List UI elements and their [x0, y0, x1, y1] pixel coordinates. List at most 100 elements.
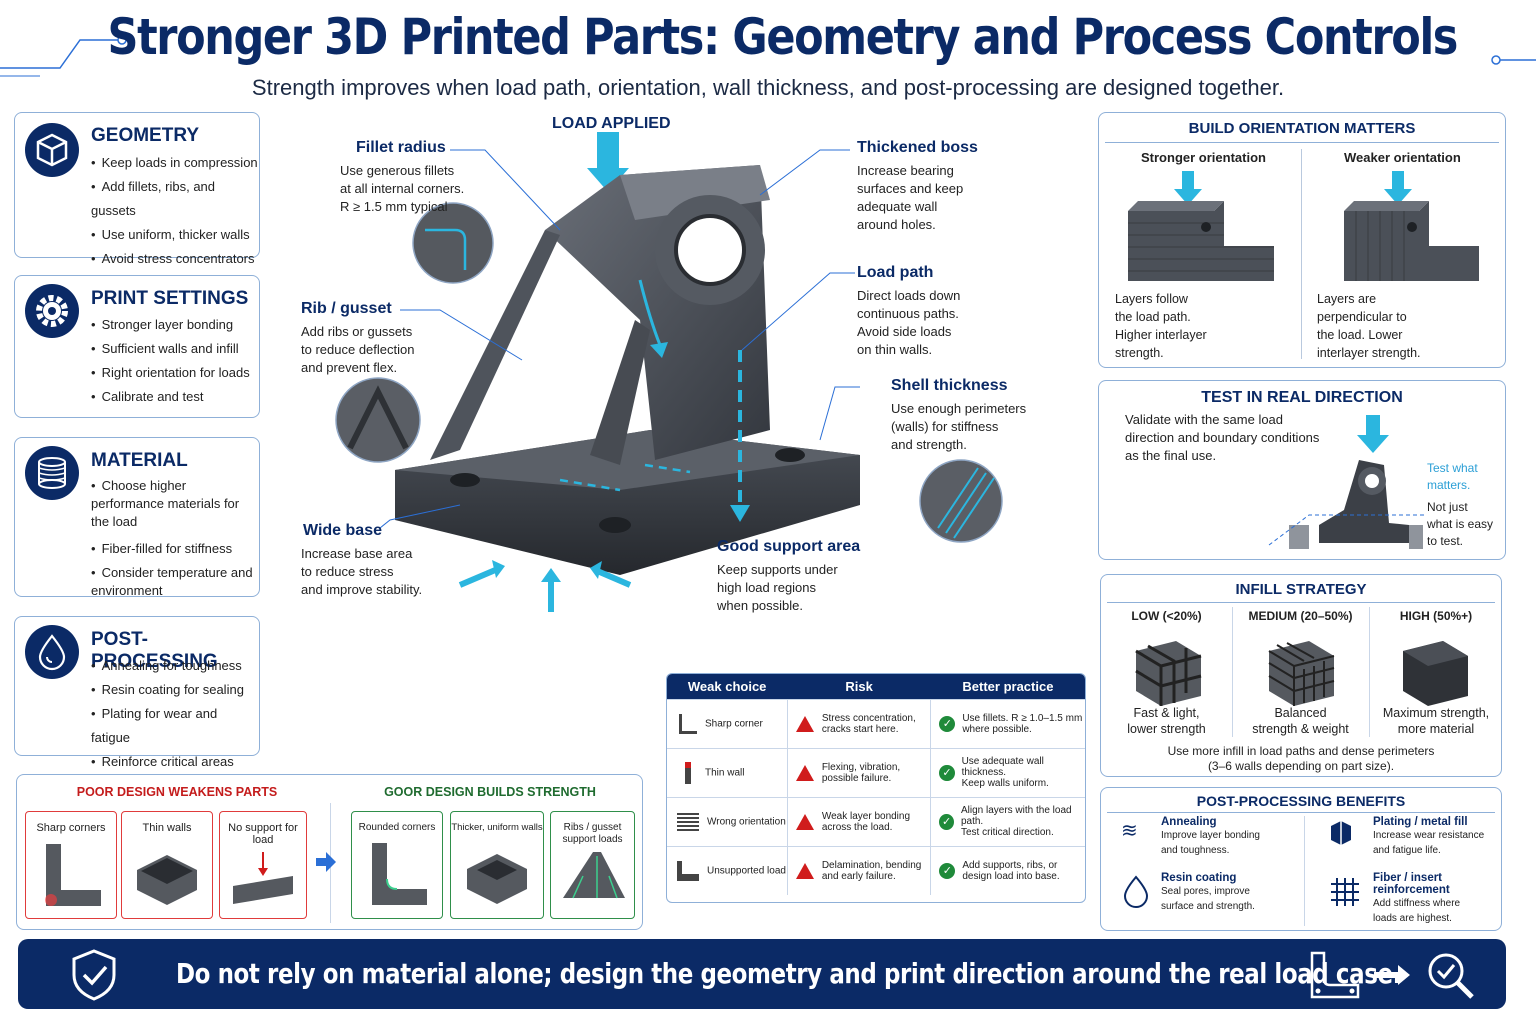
- infill-low-cube: [1135, 641, 1202, 706]
- thick-wall-shape: [467, 854, 527, 904]
- poor-design-title: POOR DESIGN WEAKENS PARTS: [76, 785, 278, 799]
- arrow-right-icon: [316, 852, 336, 872]
- poor-no-support: No support for load: [219, 811, 307, 919]
- filament-spool-icon: [25, 446, 79, 500]
- rib-title: Rib / gusset: [301, 300, 392, 317]
- annealing-line: Improve layer bonding: [1161, 830, 1260, 841]
- print-settings-item: Right orientation for loads: [91, 361, 250, 385]
- plating-benefit: Plating / metal fill Increase wear resis…: [1373, 816, 1484, 858]
- page-title: Stronger 3D Printed Parts: Geometry and …: [107, 8, 1459, 66]
- warning-icon: [795, 862, 814, 879]
- test-note-line: what is easy: [1427, 517, 1494, 531]
- geometry-item: Add fillets, ribs, and gussets: [91, 175, 259, 223]
- shell-line: and strength.: [891, 437, 967, 452]
- weak-choice-cell: Wrong orientation: [707, 816, 786, 828]
- test-line: Validate with the same load: [1125, 412, 1284, 427]
- material-card: MATERIAL Choose higher performance mater…: [14, 437, 260, 600]
- weaker-line: Layers are: [1317, 292, 1377, 306]
- support-text: Keep supports under high load regions wh…: [717, 561, 838, 615]
- weaker-line: interlayer strength.: [1317, 346, 1421, 360]
- loadpath-line: Avoid side loads: [857, 324, 952, 339]
- infill-low-desc: Fast & light, lower strength: [1101, 705, 1232, 737]
- load-applied-label: LOAD APPLIED: [552, 115, 671, 132]
- boss-title: Thickened boss: [857, 139, 978, 156]
- risk-line: across the load.: [821, 821, 893, 833]
- loadpath-line: on thin walls.: [857, 342, 933, 357]
- circuit-decoration-right: [1491, 55, 1536, 65]
- good-label: Rounded corners: [358, 822, 436, 833]
- infill-note-line: (3–6 walls depending on part size).: [1207, 759, 1395, 773]
- infill-high-line: Maximum strength,: [1382, 706, 1490, 720]
- boss-line: surfaces and keep: [857, 181, 964, 196]
- boss-line: adequate wall: [857, 199, 938, 214]
- col-header-weak-choice: Weak choice: [667, 674, 788, 699]
- print-settings-item: Calibrate and test: [91, 385, 250, 409]
- base-line: and improve stability.: [301, 582, 423, 597]
- print-settings-item: Sufficient walls and infill: [91, 337, 250, 361]
- test-fixture-illustration: [1268, 415, 1424, 549]
- sharp-corner-shape: [45, 844, 101, 906]
- weak-choice-cell: Thin wall: [705, 767, 745, 779]
- infill-high-line: more material: [1397, 722, 1475, 736]
- plating-line: and fatigue life.: [1373, 845, 1441, 856]
- good-design-title: GOOR DESIGN BUILDS STRENGTH: [384, 785, 596, 799]
- infill-note-line: Use more infill in load paths and dense …: [1167, 744, 1435, 758]
- shell-line: (walls) for stiffness: [891, 419, 999, 434]
- post-processing-card: POST-PROCESSING Annealing for toughness …: [14, 616, 260, 769]
- stronger-line: the load path.: [1115, 310, 1191, 324]
- grid-icon: [1331, 878, 1359, 906]
- infill-medium-desc: Balanced strength & weight: [1232, 705, 1369, 737]
- good-label: Thicker, uniform walls: [451, 822, 543, 833]
- print-settings-heading: PRINT SETTINGS: [91, 288, 249, 309]
- better-line: Align layers with the load path.: [960, 805, 1072, 827]
- better-line: Use fillets. R ≥ 1.0–1.5 mm: [962, 712, 1083, 724]
- risk-line: Delamination, bending: [821, 859, 922, 871]
- infill-high-desc: Maximum strength, more material: [1369, 705, 1503, 737]
- stronger-block-illustration: [1128, 171, 1274, 281]
- shell-text: Use enough perimeters (walls) for stiffn…: [891, 400, 1026, 454]
- infill-title: INFILL STRATEGY: [1235, 581, 1367, 598]
- stronger-line: Layers follow: [1115, 292, 1188, 306]
- col-header-risk: Risk: [787, 674, 931, 699]
- weaker-line: perpendicular to: [1317, 310, 1407, 324]
- boss-text: Increase bearing surfaces and keep adequ…: [857, 162, 963, 234]
- print-settings-item: Stronger layer bonding: [91, 313, 250, 337]
- test-note-line: Not just: [1427, 500, 1468, 514]
- thin-wall-shape: [137, 855, 197, 905]
- check-icon: ✓: [939, 862, 956, 879]
- test-direction-card: TEST IN REAL DIRECTION Validate with the…: [1098, 380, 1506, 560]
- weak-choice-cell: Sharp corner: [705, 718, 763, 730]
- arrow-right-icon: [1374, 965, 1410, 985]
- risk-line: and early failure.: [821, 870, 896, 882]
- resin-benefit: Resin coating Seal pores, improve surfac…: [1161, 872, 1255, 914]
- test-direction-title: TEST IN REAL DIRECTION: [1201, 389, 1403, 406]
- shield-check-icon: [72, 949, 116, 1001]
- resin-line: Seal pores, improve: [1161, 886, 1250, 897]
- post-processing-item: Annealing for toughness: [91, 654, 259, 678]
- rib-text: Add ribs or gussets to reduce deflection…: [301, 323, 414, 377]
- gear-icon: [25, 284, 79, 338]
- better-line: Add supports, ribs, or: [962, 859, 1058, 871]
- material-item: Consider temperature and environment: [91, 564, 259, 600]
- fillet-text: Use generous fillets at all internal cor…: [340, 162, 464, 216]
- infill-medium-line: strength & weight: [1252, 722, 1349, 736]
- risk-line: Weak layer bonding: [821, 810, 911, 822]
- poor-thin-walls: Thin walls: [121, 811, 213, 919]
- geometry-item: Keep loads in compression: [91, 151, 259, 175]
- rib-line: and prevent flex.: [301, 360, 398, 375]
- fiber-line: loads are highest.: [1373, 913, 1452, 924]
- check-icon: ✓: [939, 813, 954, 830]
- support-title: Good support area: [717, 538, 861, 555]
- post-benefits-title: POST-PROCESSING BENEFITS: [1196, 793, 1406, 809]
- resin-title: Resin coating: [1161, 872, 1237, 884]
- risk-line: cracks start here.: [821, 723, 899, 735]
- annealing-title: Annealing: [1161, 816, 1217, 828]
- table-row: Sharp corner Stress concentration,cracks…: [667, 698, 1085, 748]
- page-subtitle: Strength improves when load path, orient…: [251, 75, 1285, 100]
- weaker-orientation-label: Weaker orientation: [1344, 150, 1461, 165]
- stronger-orientation-label: Stronger orientation: [1141, 150, 1266, 165]
- circuit-decoration-left: [0, 35, 127, 77]
- warning-icon: [795, 813, 814, 830]
- support-line: high load regions: [717, 580, 817, 595]
